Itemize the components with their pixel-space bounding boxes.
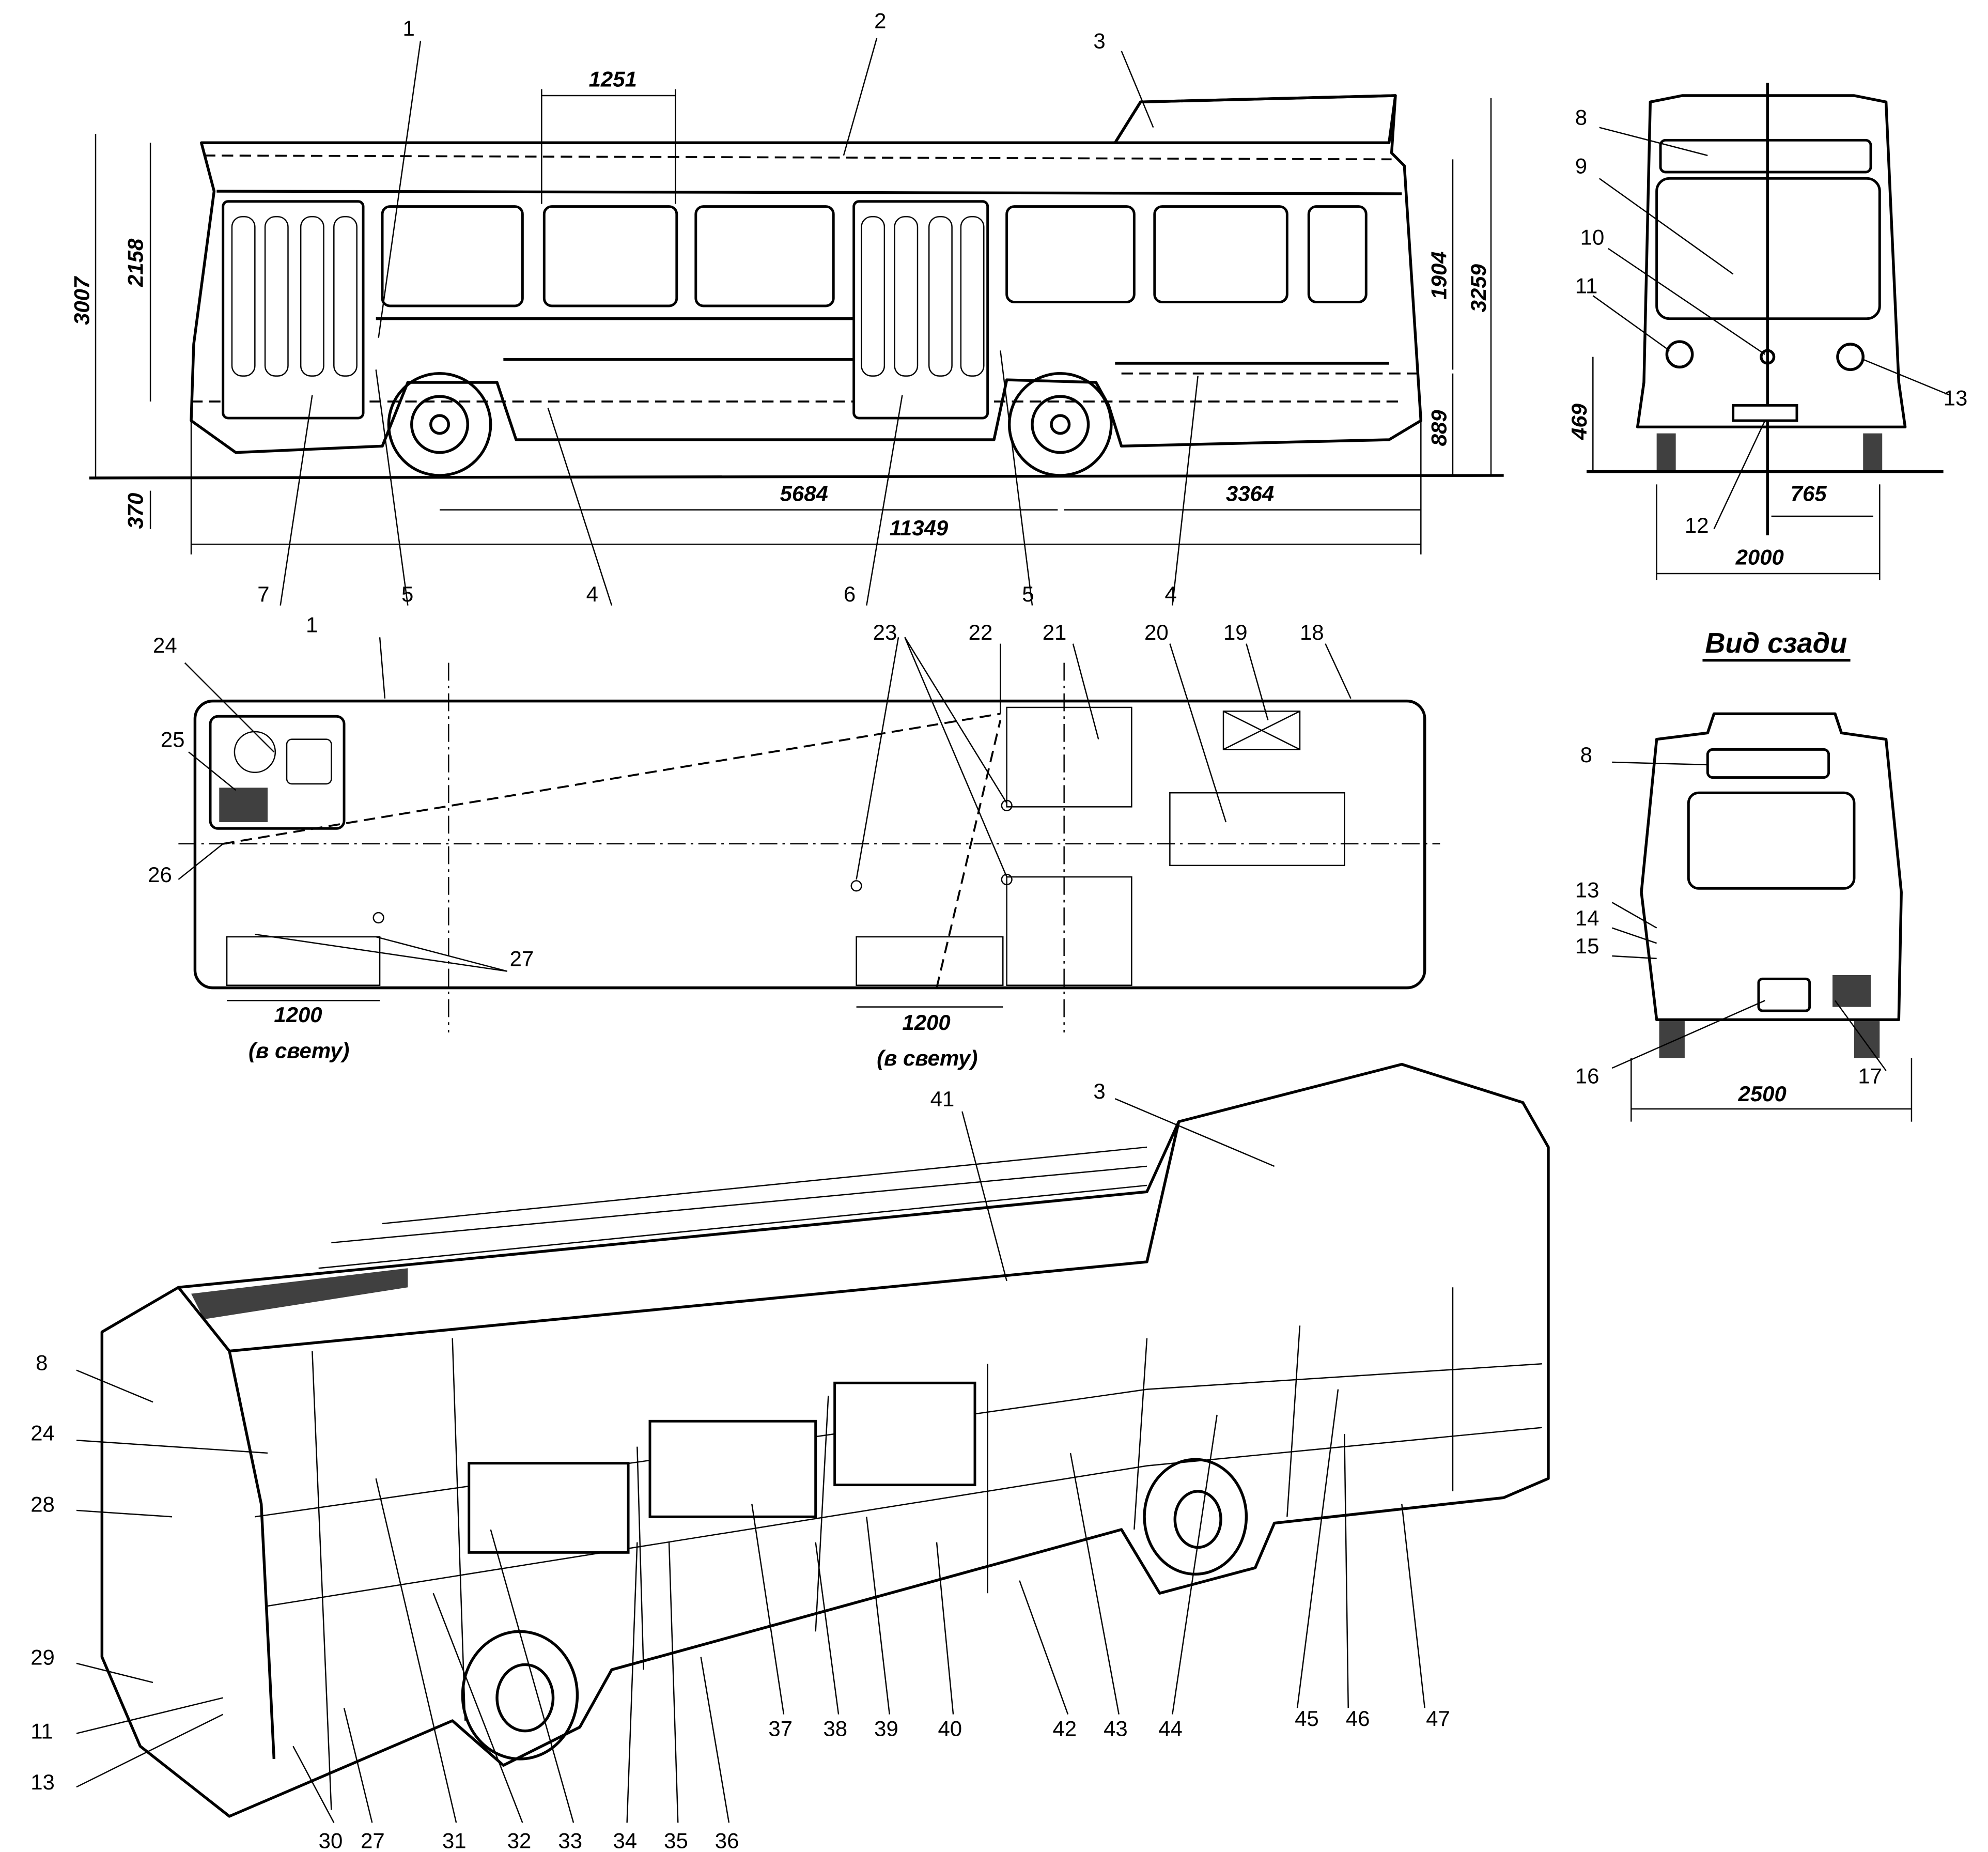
dim-length: 11349 xyxy=(890,516,949,540)
callout: 44 xyxy=(1158,1717,1183,1741)
callout: 39 xyxy=(874,1717,898,1741)
callout: 47 xyxy=(1426,1706,1450,1731)
dim-height-total: 3007 xyxy=(70,276,94,325)
dim-height-floor-roof: 2158 xyxy=(123,238,147,287)
callout: 13 xyxy=(1944,385,1968,410)
callout: 10 xyxy=(1580,225,1605,250)
callout: 2 xyxy=(874,8,886,33)
dim-height-rear: 1904 xyxy=(1427,251,1451,299)
dim-wheelbase: 5684 xyxy=(780,481,828,505)
callout: 27 xyxy=(510,947,534,971)
callout: 30 xyxy=(319,1829,343,1852)
callout: 12 xyxy=(1685,513,1709,537)
front-view: 8 9 10 11 13 12 469 765 2000 xyxy=(1567,83,1967,580)
callout: 9 xyxy=(1575,153,1587,178)
callout: 24 xyxy=(30,1421,55,1445)
callout: 17 xyxy=(1858,1064,1882,1088)
callout: 27 xyxy=(361,1829,385,1852)
dim-front-door-note: (в свету) xyxy=(248,1038,349,1062)
dim-half-track: 765 xyxy=(1791,481,1827,505)
callout: 11 xyxy=(30,1719,53,1743)
callout: 21 xyxy=(1043,620,1067,644)
dim-bumper-height: 469 xyxy=(1567,403,1591,440)
callout: 5 xyxy=(1022,582,1034,606)
callout: 7 xyxy=(257,582,269,606)
callout: 3 xyxy=(1093,29,1105,53)
callout: 35 xyxy=(664,1829,688,1852)
callout: 5 xyxy=(401,582,413,606)
dim-track: 2000 xyxy=(1735,545,1784,569)
callout: 13 xyxy=(30,1770,55,1794)
side-view: 1 2 3 7 5 4 6 5 4 1251 3007 2158 1904 32… xyxy=(70,8,1504,606)
callout: 34 xyxy=(613,1829,637,1852)
dim-front-door-width: 1200 xyxy=(274,1002,322,1027)
callout: 41 xyxy=(930,1087,955,1111)
callout: 37 xyxy=(768,1717,793,1741)
callout: 6 xyxy=(844,582,856,606)
cutaway-view: 3 41 8 24 28 29 11 13 30 27 31 32 33 34 … xyxy=(30,1062,1550,1852)
side-body-outline xyxy=(190,94,1423,454)
callout: 13 xyxy=(1575,878,1599,902)
dim-rear-overhang: 3364 xyxy=(1226,481,1274,505)
rear-wheel xyxy=(1007,372,1113,477)
dim-height-max: 3259 xyxy=(1466,264,1490,312)
callout: 33 xyxy=(558,1829,582,1852)
callout: 32 xyxy=(507,1829,532,1852)
callout: 1 xyxy=(306,612,318,637)
callout: 29 xyxy=(30,1645,55,1669)
callout: 18 xyxy=(1300,620,1324,644)
callout: 45 xyxy=(1295,1706,1319,1731)
callout: 19 xyxy=(1223,620,1248,644)
callout: 31 xyxy=(442,1829,467,1852)
callout: 1 xyxy=(402,16,414,40)
callout: 11 xyxy=(1575,273,1598,298)
top-view: 24 1 25 26 27 23 22 21 20 19 18 1200 (в … xyxy=(148,612,1440,1070)
front-wheel xyxy=(387,372,492,477)
rear-view-title: Вид сзади xyxy=(1705,628,1847,659)
callout: 43 xyxy=(1104,1717,1128,1741)
cutaway-front-wheel xyxy=(461,1630,579,1761)
callout: 4 xyxy=(586,582,598,606)
callout: 16 xyxy=(1575,1064,1599,1088)
callout: 14 xyxy=(1575,906,1599,930)
callout: 4 xyxy=(1165,582,1177,606)
rear-view: Вид сзади 8 13 14 15 16 17 2500 xyxy=(1575,628,1913,1122)
callout: 26 xyxy=(148,862,172,887)
dim-ground-clearance: 370 xyxy=(123,493,147,529)
dim-height-rear-low: 889 xyxy=(1427,410,1451,446)
cutaway-outline xyxy=(100,1062,1550,1818)
callout: 23 xyxy=(873,620,897,644)
callout: 38 xyxy=(823,1717,847,1741)
callout: 28 xyxy=(30,1492,55,1516)
dim-width: 2500 xyxy=(1738,1082,1787,1106)
dim-mid-door-width: 1200 xyxy=(902,1010,950,1035)
callout: 15 xyxy=(1575,934,1599,958)
callout: 8 xyxy=(1575,105,1587,130)
callout: 42 xyxy=(1052,1717,1077,1741)
callout: 24 xyxy=(153,633,177,657)
callout: 22 xyxy=(969,620,993,644)
callout: 8 xyxy=(1580,743,1592,767)
callout: 3 xyxy=(1093,1079,1105,1103)
dim-window-pitch: 1251 xyxy=(589,67,637,91)
callout: 40 xyxy=(938,1717,962,1741)
callout: 36 xyxy=(715,1829,739,1852)
callout: 8 xyxy=(36,1351,48,1375)
callout: 46 xyxy=(1346,1706,1370,1731)
callout: 25 xyxy=(161,727,185,751)
dim-mid-door-note: (в свету) xyxy=(877,1046,977,1070)
callout: 20 xyxy=(1144,620,1169,644)
